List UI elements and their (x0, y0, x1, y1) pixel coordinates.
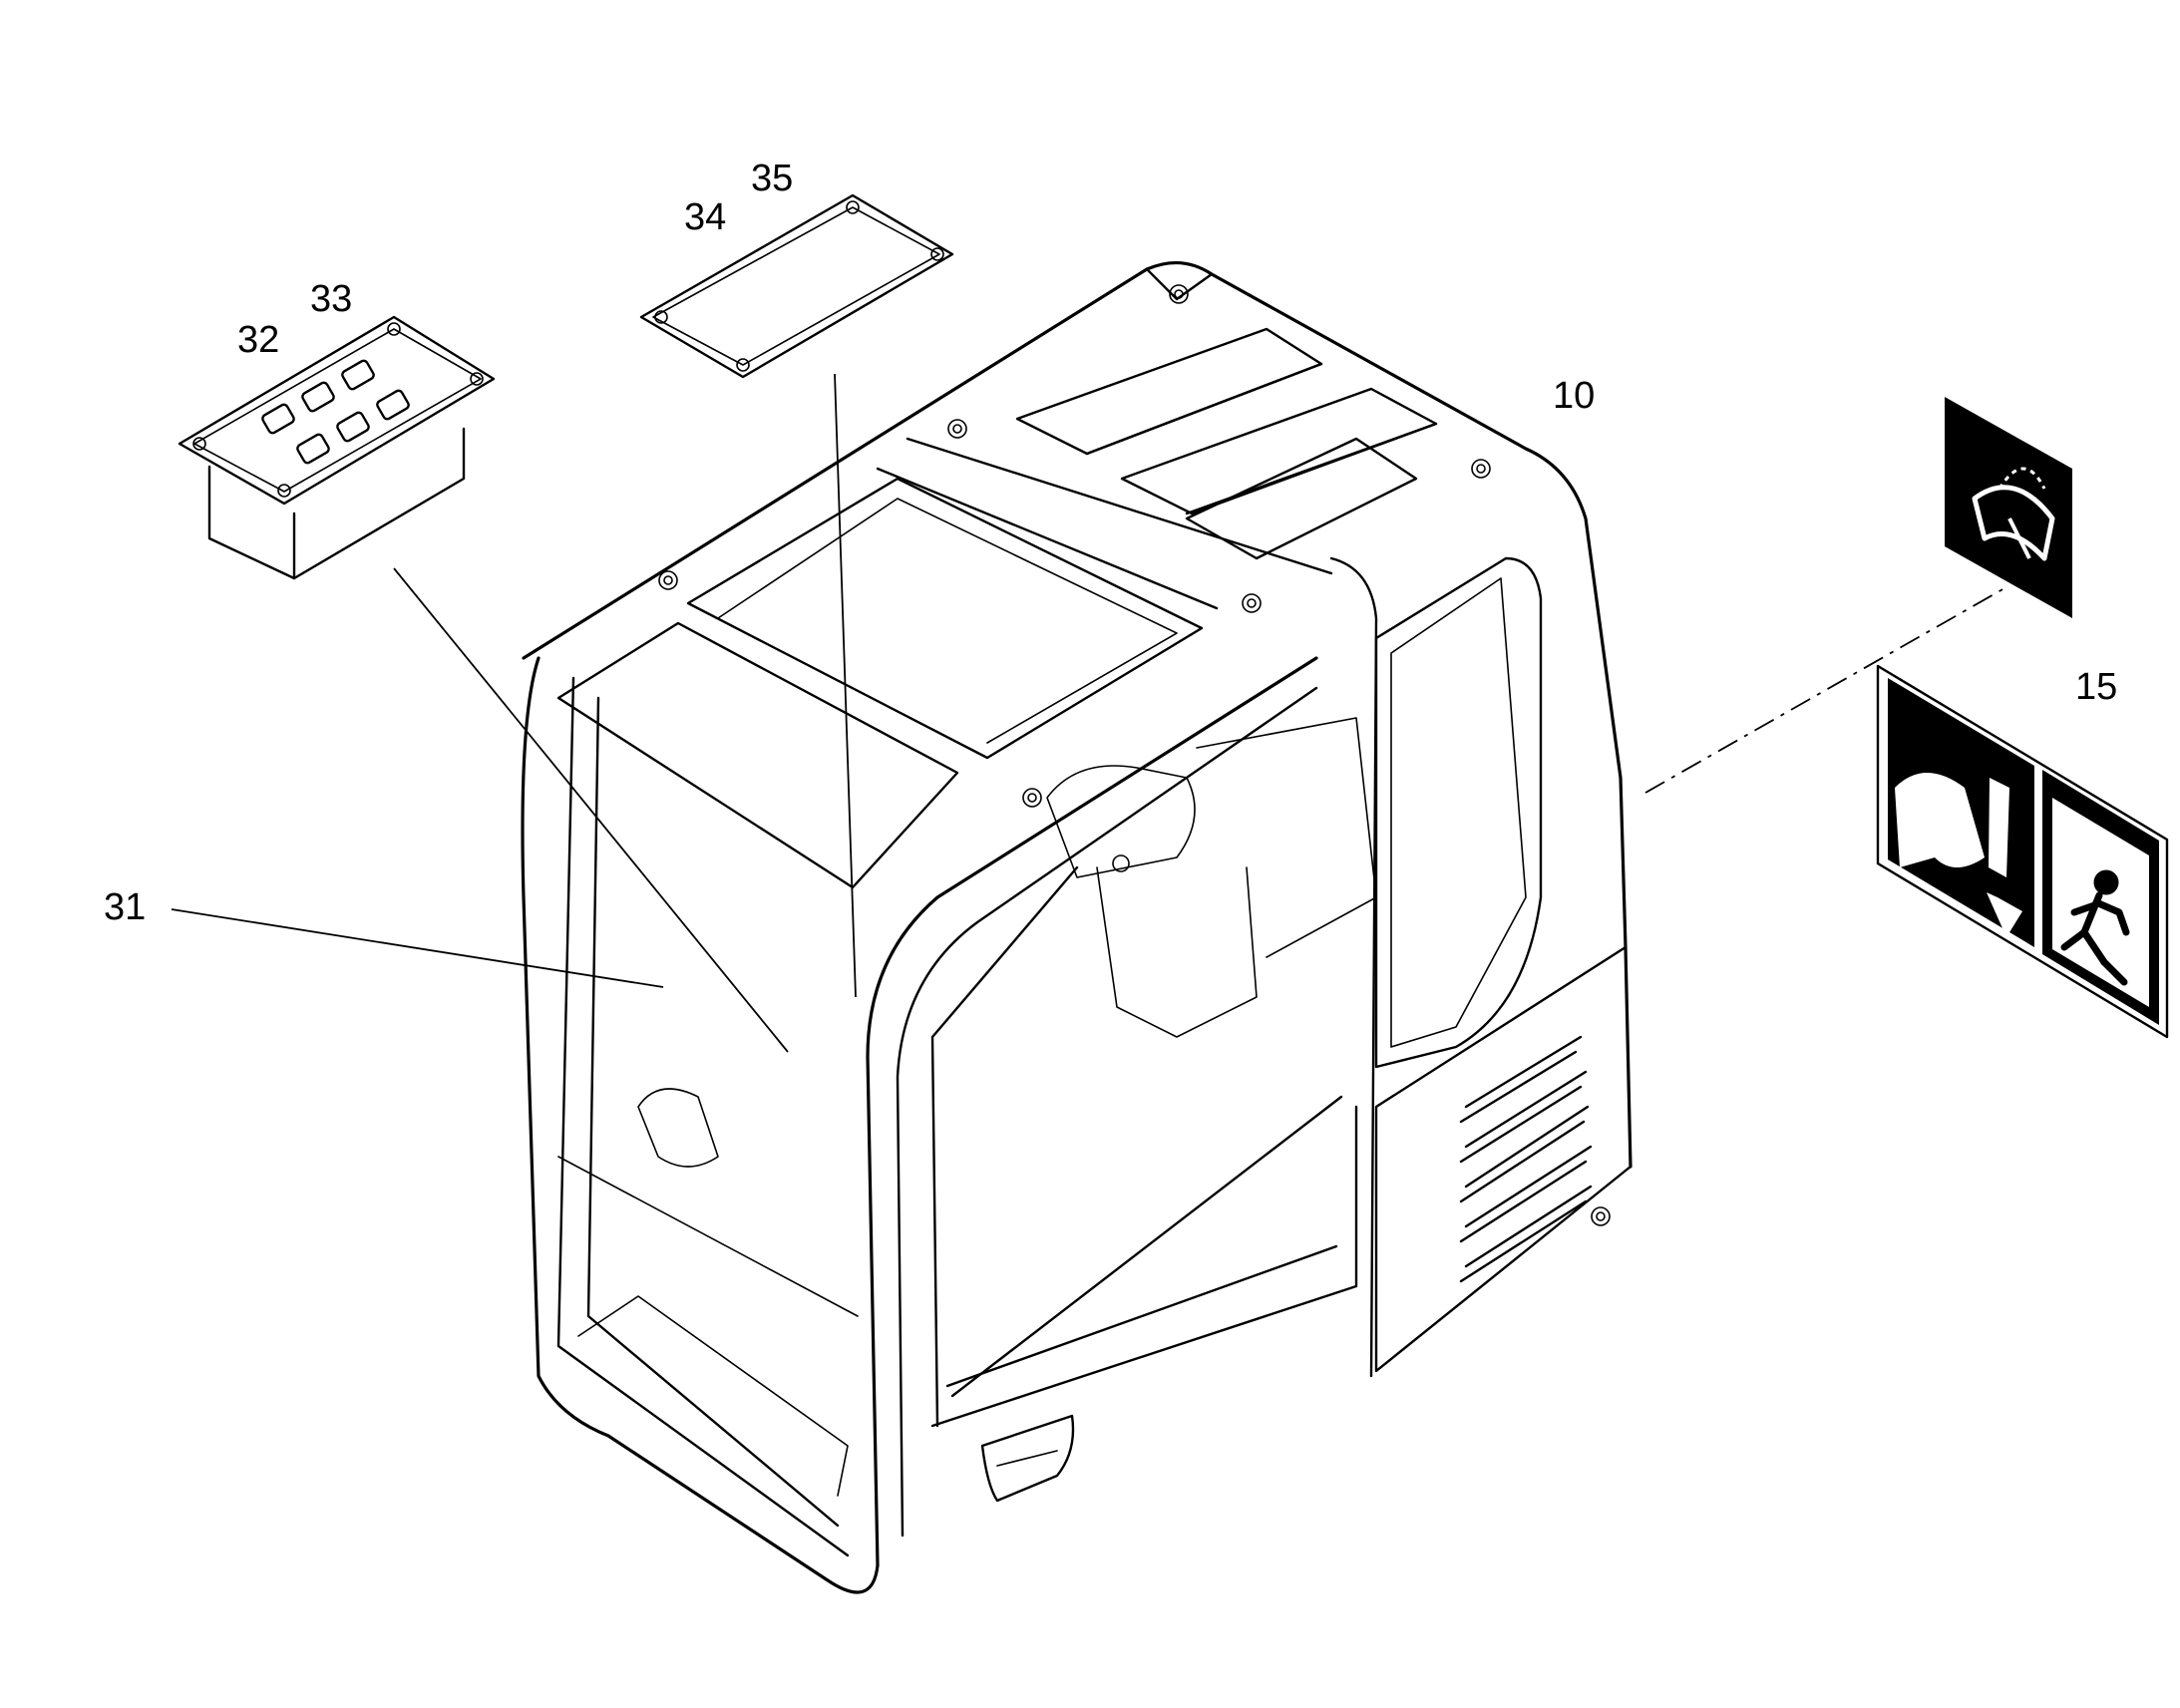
switch-panel (178, 315, 496, 580)
callout-10: 10 (1553, 375, 1596, 417)
callout-35: 35 (751, 158, 794, 199)
cab-assembly (521, 260, 1633, 1594)
callout-15: 15 (2075, 666, 2118, 708)
leader-lines (171, 373, 2005, 1053)
cover-plate (639, 193, 954, 379)
emergency-exit-pictogram-icon (1876, 664, 2169, 1039)
windshield-washer-wiper-icon (1945, 397, 2072, 618)
callout-33: 33 (310, 278, 353, 320)
callout-34: 34 (684, 196, 727, 238)
vent-slots (1459, 1035, 1593, 1283)
callout-31: 31 (104, 886, 147, 928)
callout-32: 32 (237, 319, 280, 361)
